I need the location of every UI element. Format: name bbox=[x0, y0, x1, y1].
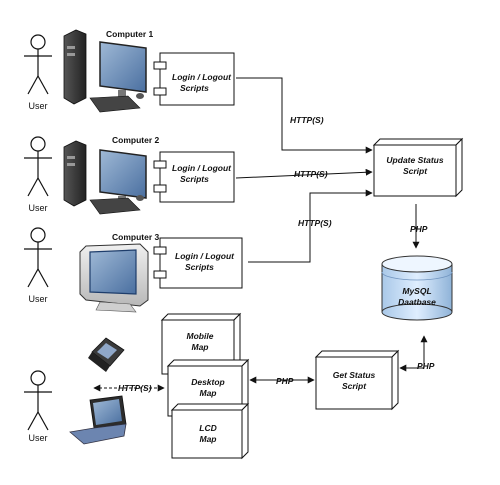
get-status-line1: Get Status bbox=[333, 370, 376, 380]
computer-2-icon bbox=[63, 140, 147, 215]
mobile-map-line2: Map bbox=[192, 342, 209, 352]
mobile-phone-icon bbox=[88, 337, 125, 372]
login-script-3-line1: Login / Logout bbox=[175, 251, 235, 261]
computer-1-label: Computer 1 bbox=[106, 29, 154, 39]
get-status-line2: Script bbox=[342, 381, 367, 391]
database-label-line1: MySQL bbox=[402, 286, 431, 296]
update-status-line2: Script bbox=[403, 166, 428, 176]
get-status-script-node bbox=[314, 349, 400, 411]
update-status-line1: Update Status bbox=[386, 155, 443, 165]
login-logout-script-2 bbox=[153, 151, 235, 203]
user-actor-1 bbox=[24, 34, 52, 95]
lcd-map-node bbox=[170, 402, 250, 460]
lcd-map-line2: Map bbox=[200, 434, 217, 444]
connector-script3-to-update bbox=[248, 189, 373, 263]
update-status-script-node bbox=[372, 137, 464, 198]
user-label-1: User bbox=[28, 101, 47, 111]
mysql-database-cylinder bbox=[381, 255, 453, 321]
lcd-map-line1: LCD bbox=[199, 423, 216, 433]
login-script-1-line1: Login / Logout bbox=[172, 72, 232, 82]
user-actor-4 bbox=[24, 370, 52, 431]
desktop-map-line2: Map bbox=[200, 388, 217, 398]
login-script-3-line2: Scripts bbox=[185, 262, 214, 272]
login-logout-script-1 bbox=[153, 52, 235, 106]
computer-2-label: Computer 2 bbox=[112, 135, 160, 145]
php-label-db-get: PHP bbox=[417, 361, 435, 371]
desktop-map-line1: Desktop bbox=[191, 377, 225, 387]
php-label-update-db: PHP bbox=[410, 224, 428, 234]
computer-1-icon bbox=[63, 29, 147, 113]
login-script-2-line1: Login / Logout bbox=[172, 163, 232, 173]
user-label-3: User bbox=[28, 294, 47, 304]
http-label-4: HTTP(S) bbox=[118, 383, 152, 393]
user-label-2: User bbox=[28, 203, 47, 213]
php-label-get-maps: PHP bbox=[276, 376, 294, 386]
laptop-icon bbox=[69, 395, 127, 445]
user-label-4: User bbox=[28, 433, 47, 443]
mobile-map-line1: Mobile bbox=[187, 331, 214, 341]
connector-script1-to-update bbox=[236, 77, 373, 154]
http-label-2: HTTP(S) bbox=[294, 169, 328, 179]
computer-3-label: Computer 3 bbox=[112, 232, 160, 242]
login-logout-script-3 bbox=[153, 237, 243, 289]
computer-3-icon bbox=[79, 243, 149, 313]
user-actor-2 bbox=[24, 136, 52, 197]
http-label-1: HTTP(S) bbox=[290, 115, 324, 125]
connector-script2-to-update bbox=[235, 168, 373, 179]
connector-db-to-get bbox=[399, 335, 428, 372]
login-script-2-line2: Scripts bbox=[180, 174, 209, 184]
user-actor-3 bbox=[24, 227, 52, 288]
http-label-3: HTTP(S) bbox=[298, 218, 332, 228]
login-script-1-line2: Scripts bbox=[180, 83, 209, 93]
database-label-line2: Daatbase bbox=[398, 297, 436, 307]
